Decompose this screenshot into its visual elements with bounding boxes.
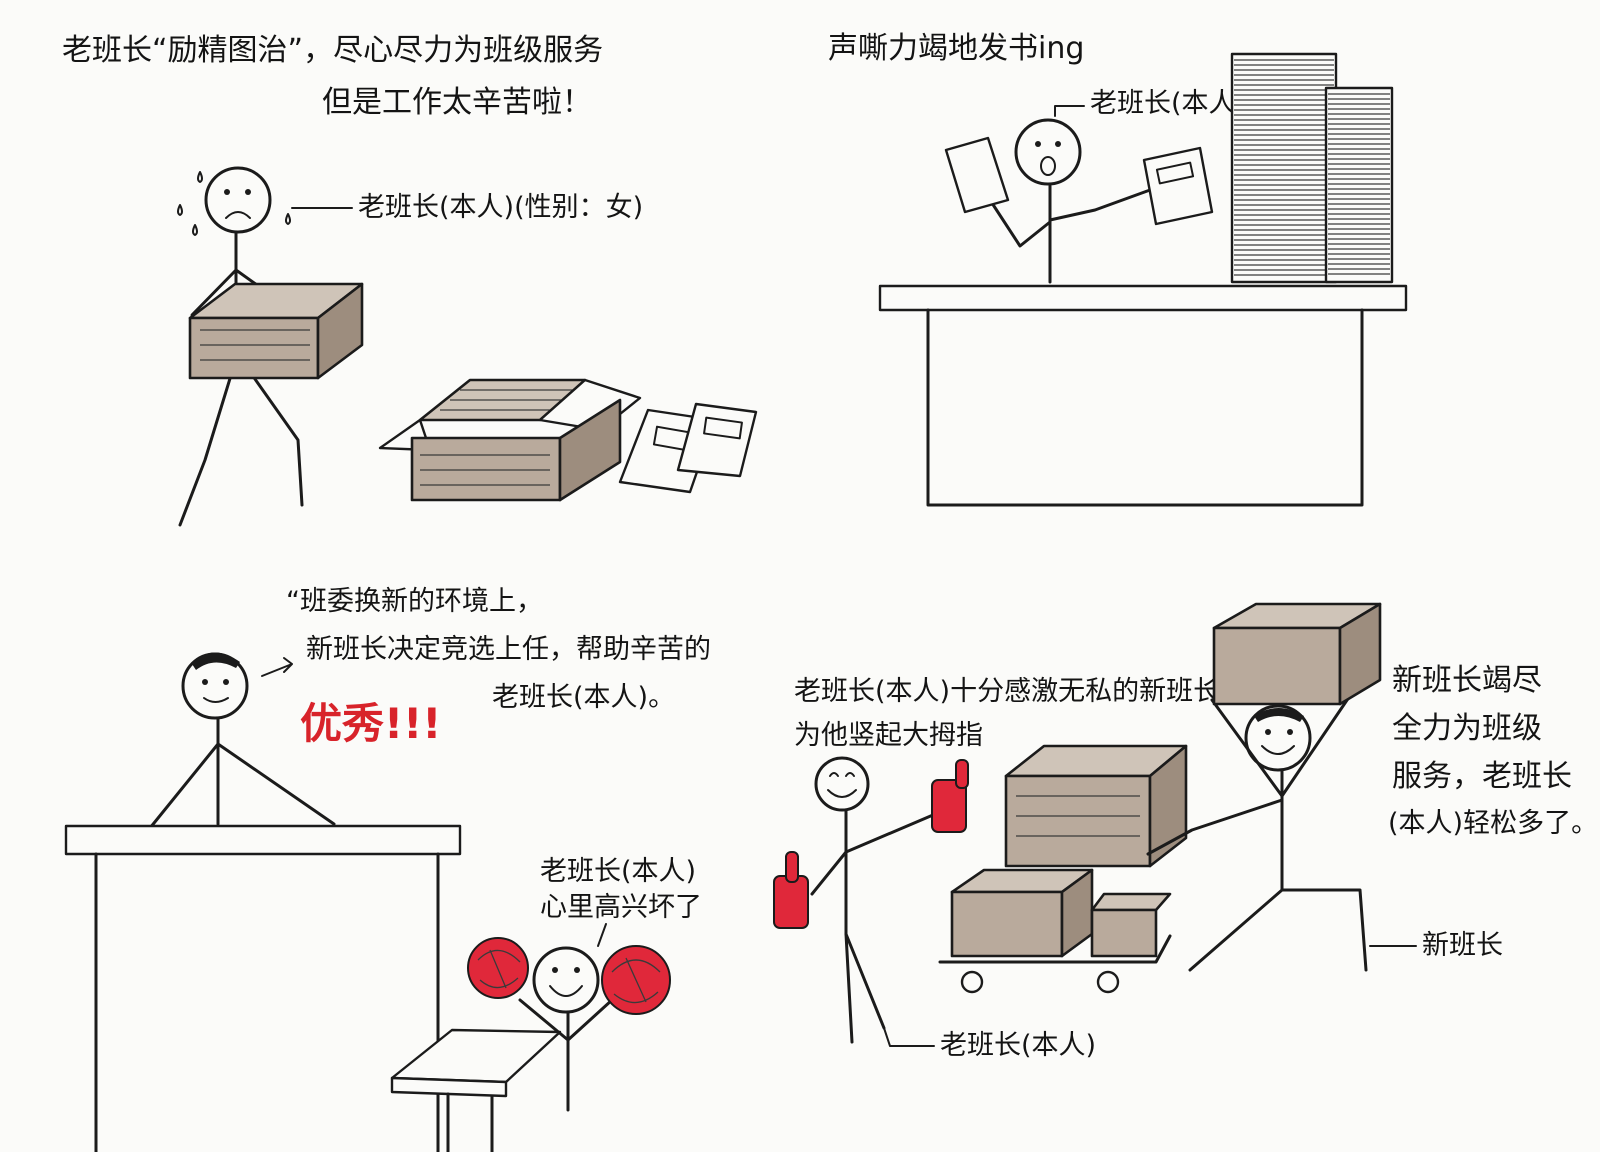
thumbs-up-icon bbox=[931, 759, 969, 833]
panel-4-label-old-monitor: 老班长(本人) bbox=[940, 1030, 1096, 1061]
podium-icon bbox=[64, 824, 462, 1152]
desk-icon bbox=[390, 1028, 562, 1152]
panel-2: 声嘶力竭地发书ing 老班长(本人) bbox=[828, 31, 1408, 507]
head bbox=[1244, 704, 1312, 772]
podium-icon bbox=[878, 284, 1408, 507]
panel-3-speech-line-2: 新班长决定竞选上任，帮助辛苦的 bbox=[306, 634, 711, 665]
panel-4-right-line-2: 全力为班级 bbox=[1392, 711, 1542, 746]
panel-2-label-old-monitor: 老班长(本人) bbox=[1090, 88, 1246, 119]
open-box-icon bbox=[378, 378, 642, 502]
hair bbox=[1254, 708, 1304, 722]
cardboard-box-icon bbox=[1212, 602, 1382, 706]
cardboard-box-icon bbox=[950, 868, 1094, 958]
old-monitor-figure-2 bbox=[988, 118, 1152, 284]
cardboard-box-icon bbox=[188, 282, 364, 380]
panel-3-label-line-2: 心里高兴坏了 bbox=[540, 892, 702, 923]
panel-1: 老班长“励精图治”，尽心尽力为班级服务 但是工作太辛苦啦！ bbox=[62, 33, 758, 527]
cardboard-box-icon bbox=[1004, 744, 1188, 868]
book-icon bbox=[1142, 146, 1214, 226]
paper-stack-icon bbox=[1230, 52, 1394, 284]
pompom-icon bbox=[467, 937, 529, 999]
panel-3-speech-line-1: “班委换新的环境上， bbox=[286, 586, 543, 617]
sweat-drop-icon bbox=[177, 171, 291, 236]
panel-4-label-new-monitor: 新班长 bbox=[1422, 930, 1503, 961]
old-monitor-figure-thumbs bbox=[810, 756, 942, 1044]
book-icon bbox=[618, 402, 758, 494]
panel-4: 老班长(本人)十分感激无私的新班长， 为他竖起大拇指 新班长竭尽 全力为班级 服… bbox=[773, 602, 1598, 1061]
panel-4-caption-line-2: 为他竖起大拇指 bbox=[794, 720, 983, 751]
pompom-icon bbox=[601, 945, 671, 1015]
paper-sheet-icon bbox=[944, 136, 1010, 214]
panel-3-speech-line-3: 老班长(本人)。 bbox=[492, 682, 675, 713]
cart-icon bbox=[938, 934, 1172, 994]
head bbox=[204, 166, 272, 234]
head bbox=[1014, 118, 1082, 186]
thumbs-up-icon bbox=[773, 851, 809, 929]
panel-1-caption-line-1: 老班长“励精图治”，尽心尽力为班级服务 bbox=[62, 33, 603, 68]
panel-3-highlight: 优秀!!! bbox=[300, 699, 441, 748]
panel-4-right-line-3: 服务，老班长 bbox=[1392, 759, 1572, 794]
panel-4-right-line-1: 新班长竭尽 bbox=[1392, 663, 1542, 698]
hair bbox=[192, 652, 240, 670]
old-monitor-figure-cheering bbox=[518, 946, 614, 1112]
speech-arrow-icon bbox=[261, 657, 293, 677]
new-monitor-figure-podium bbox=[148, 652, 336, 830]
head bbox=[814, 756, 870, 812]
new-monitor-figure-carrying bbox=[1146, 662, 1378, 972]
panel-3: “班委换新的环境上， 新班长决定竞选上任，帮助辛苦的 老班长(本人)。 优秀!!… bbox=[64, 586, 711, 1152]
head bbox=[532, 946, 600, 1014]
cardboard-box-icon bbox=[1090, 892, 1172, 958]
panel-3-label-line-1: 老班长(本人) bbox=[540, 856, 696, 887]
panel-4-right-line-4: (本人)轻松多了。 bbox=[1388, 808, 1598, 839]
label-pointer bbox=[597, 923, 607, 947]
panel-4-caption-line-1: 老班长(本人)十分感激无私的新班长， bbox=[794, 676, 1247, 707]
panel-1-caption-line-2: 但是工作太辛苦啦！ bbox=[322, 85, 592, 120]
panel-1-label-old-monitor: 老班长(本人)(性别：女) bbox=[358, 192, 643, 223]
panel-2-caption: 声嘶力竭地发书ing bbox=[828, 31, 1084, 66]
